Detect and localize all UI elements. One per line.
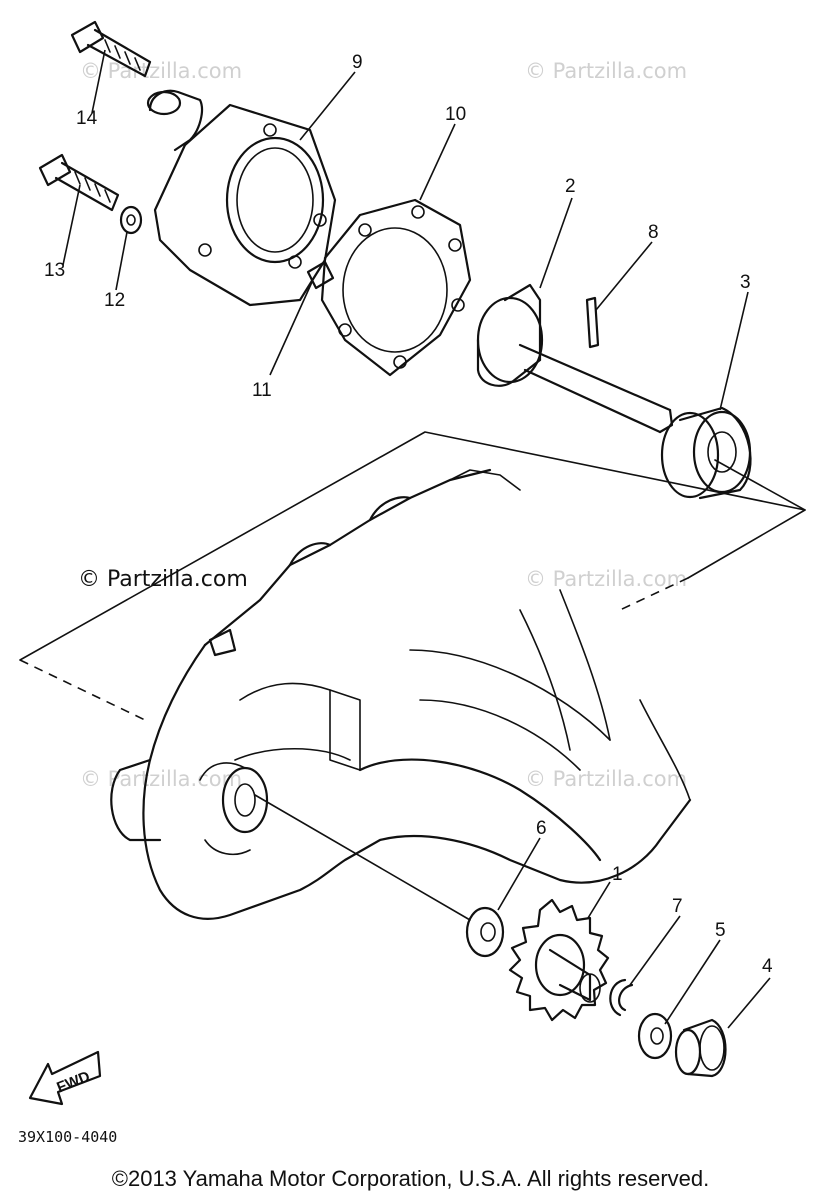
gear-1 [508,898,610,1022]
callout-14: 14 [76,108,98,129]
watermark: © Partzilla.com [80,767,242,791]
leader-lines [62,49,771,1029]
callout-1: 1 [612,864,623,885]
callout-5: 5 [715,920,726,941]
crankcase-housing [110,468,692,920]
washer-12 [119,205,143,235]
callout-7: 7 [672,896,683,917]
watermark: © Partzilla.com [525,59,687,83]
bearing-axis-line [714,459,806,511]
callout-10: 10 [445,104,466,125]
bushing-4 [674,1018,727,1078]
bearing-3 [660,406,752,500]
watermark: © Partzilla.com [525,567,687,591]
dowel-pin-11 [306,260,335,290]
pump-cover-9 [146,89,337,307]
callout-2: 2 [565,176,576,197]
gasket-10 [320,198,472,377]
callout-3: 3 [740,272,751,293]
copyright-text: ©2013 Yamaha Motor Corporation, U.S.A. A… [111,1166,710,1191]
callout-11: 11 [252,380,272,401]
bolt-13 [38,153,120,212]
impeller-shaft-2 [476,283,674,434]
fwd-arrow-icon: FWD [28,1050,102,1106]
shaft-axis-line [254,794,471,921]
callout-9: 9 [352,52,363,73]
callout-6: 6 [536,818,547,839]
bolt-14 [70,20,152,78]
assembly-plane-outline [19,431,806,661]
pin-8 [585,296,600,349]
watermark: © Partzilla.com [525,767,687,791]
diagram-code: 39X100-4040 [18,1128,118,1146]
washer-5 [637,1012,673,1060]
callout-12: 12 [104,290,125,311]
watermark: © Partzilla.com [80,59,242,83]
circlip-7 [609,978,634,1017]
callout-13: 13 [44,260,65,281]
washer-6 [465,906,505,958]
assembly-plane-dashed [19,577,689,721]
fwd-label: FWD [54,1068,92,1097]
callout-4: 4 [762,956,773,977]
callout-8: 8 [648,222,659,243]
